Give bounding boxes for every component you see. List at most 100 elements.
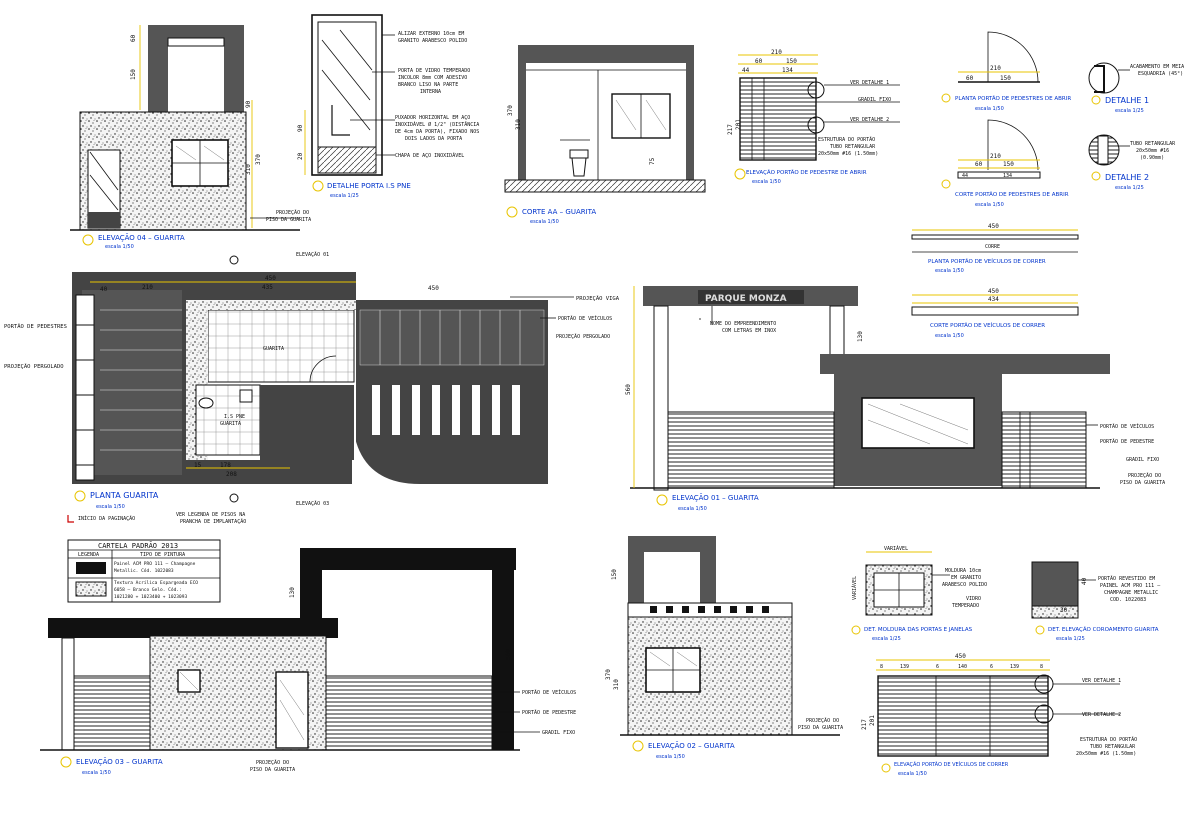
note-elevacao-03: ELEVAÇÃO 03 [296,500,329,507]
dim-elev01-560: 560 [625,384,632,395]
note-corre: CORRE [985,244,1000,250]
note-inicio-paginacao: INÍCIO DA PAGINAÇÃO [78,514,135,522]
view-elevacao-portao-pedestre: 210 60 150 44 134 217 201 VER DETALHE 1 … [727,49,900,185]
view-elevacao-02: 150 370 310 PROJEÇÃO DO PISO DA GUARITA … [605,536,843,760]
legend-row1-b: Metallic. Cód. 1022083 [114,567,174,574]
dim-pp-44: 44 [742,67,750,74]
sign-parque-monza: PARQUE MONZA [705,294,787,304]
note-porta-vidro-a: PORTA DE VIDRO TEMPERADO [398,68,470,74]
view-corte-portao-veiculos: 450 434 CORTE PORTÃO DE VEÍCULOS DE CORR… [911,288,1079,339]
note-elev03-portao-veiculos: PORTÃO DE VEÍCULOS [522,688,576,696]
dim-elev03-560: 560 [505,649,512,660]
scale-planta-portao-veiculos: escala 1/50 [935,268,964,274]
scale-detalhe-1: escala 1/25 [1115,108,1144,114]
note-elev03-gradil: GRADIL FIXO [542,730,575,736]
dim-elev01-130: 130 [857,331,864,342]
title-det-coroamento: DET. ELEVAÇÃO COROAMENTO GUARITA [1048,626,1159,633]
note-porta-vidro-d: INTERNA [420,89,441,95]
scale-det-coroamento: escala 1/25 [1056,636,1085,642]
title-elevacao-portao-veiculos: ELEVAÇÃO PORTÃO DE VEÍCULOS DE CORRER [894,761,1009,768]
dim-370: 370 [255,154,262,165]
scale-elevacao-01: escala 1/50 [678,506,707,512]
note-pp-ver-det2: VER DETALHE 2 [850,117,889,123]
note-puxador-d: DOIS LADOS DA PORTA [405,136,462,142]
dim-ppl-150: 150 [1000,75,1011,82]
scale-elevacao-portao-pedestre: escala 1/50 [752,179,781,185]
view-corte-aa: 370 310 75 CORTE AA – GUARITA escala 1/5… [504,45,706,225]
dim-90: 90 [245,100,252,108]
title-elevacao-04: ELEVAÇÃO 04 – GUARITA [98,233,185,242]
note-nome-empreendimento-a: NOME DO EMPREENDIMENTO [710,321,776,327]
note-puxador-b: INOXIDÁVEL Ø 1/2" (DISTÂNCIA [395,121,479,128]
note-vidro-b: TEMPERADO [952,603,979,609]
view-elevacao-01: PARQUE MONZA NOME DO EMPREENDIMENTO COM … [625,286,1165,512]
note-tubo-c: (0.90mm) [1140,155,1164,161]
scale-elevacao-04: escala 1/50 [105,244,134,250]
note-nome-empreendimento-b: COM LETRAS EM INOX [722,328,776,334]
note-elev01-portao-pedestre: PORTÃO DE PEDESTRE [1100,438,1154,445]
note-elevacao-01: ELEVAÇÃO 01 [296,251,329,258]
note-elev01-gradil: GRADIL FIXO [1126,457,1159,463]
dim-porta-20: 20 [297,152,304,160]
dim-epv-139b: 139 [1010,664,1019,670]
scale-planta-guarita: escala 1/50 [96,504,125,510]
note-projecao-pergolado-r: PROJEÇÃO PERGOLADO [556,333,610,340]
dim-planta-450: 450 [265,275,276,282]
dim-ppl-60: 60 [966,75,974,82]
dim-corte-310: 310 [515,119,522,130]
scale-detalhe-porta-pne: escala 1/25 [330,193,359,199]
view-elevacao-04: 60 150 90 310 370 PROJEÇÃO DO PISO DA GU… [70,25,311,250]
note-epv-estrutura-b: TUBO RETANGULAR [1090,744,1136,750]
note-painel-rev-b: PAINEL ACM PRO 111 – [1100,583,1161,589]
legend-row2-b: 6058 – Branco Gelo. Cód.: [114,586,182,593]
title-detalhe-1: DETALHE 1 [1105,96,1149,105]
note-ver-legenda-b: PRANCHA DE IMPLANTAÇÃO [180,518,246,525]
note-pp-estrutura-b: TUBO RETANGULAR [830,144,876,150]
note-painel-rev-c: CHAMPAGNE METALLIC [1104,590,1158,596]
dim-pp-60: 60 [755,58,763,65]
title-planta-portao-pedestre: PLANTA PORTÃO DE PEDESTRES DE ABRIR [955,95,1071,102]
note-proj-piso-b: PISO DA GUARITA [266,217,311,223]
title-elevacao-02: ELEVAÇÃO 02 – GUARITA [648,741,735,750]
dim-pp-150: 150 [786,58,797,65]
dim-planta-450b: 450 [428,285,439,292]
note-elev01-proj-piso-a: PROJEÇÃO DO [1128,472,1161,479]
dim-epv-450: 450 [955,653,966,660]
view-elevacao-03: 560 130 PORTÃO DE VEÍCULOS PORTÃO DE PED… [40,548,576,776]
view-planta-guarita: GUARITA I.S PNE GUARITA 450 210 435 450 … [4,251,620,525]
dim-cpp-150: 150 [1003,161,1014,168]
note-elev03-proj-piso-b: PISO DA GUARITA [250,767,295,773]
label-guarita-room: GUARITA [263,346,284,352]
note-projecao-pergolado-l: PROJEÇÃO PERGOLADO [4,363,64,370]
title-corte-portao-veiculos: CORTE PORTÃO DE VEÍCULOS DE CORRER [930,322,1045,329]
note-variavel-side: VARIÁVEL [851,576,858,600]
note-elev01-proj-piso-b: PISO DA GUARITA [1120,480,1165,486]
dim-planta-208: 208 [226,471,237,478]
dim-pp-210: 210 [771,49,782,56]
view-detalhe-1: ACABAMENTO EM MEIA ESQUADRIA (45°) DETAL… [1088,62,1184,114]
note-pp-estrutura-c: 20x50mm #16 (1.50mm) [818,151,878,157]
scale-planta-portao-pedestre: escala 1/50 [975,106,1004,112]
title-corte-portao-pedestre: CORTE PORTÃO DE PEDESTRES DE ABRIR [955,191,1069,198]
title-detalhe-2: DETALHE 2 [1105,173,1149,182]
note-tubo-a: TUBO RETANGULAR [1130,141,1176,147]
note-painel-rev-d: COD. 1022083 [1110,597,1146,603]
dim-pp-134: 134 [782,67,793,74]
note-elev03-portao-pedestre: PORTÃO DE PEDESTRE [522,709,576,716]
note-epv-ver-det1: VER DETALHE 1 [1082,678,1121,684]
note-elev03-proj-piso-a: PROJEÇÃO DO [256,759,289,766]
dim-pp-217: 217 [727,124,734,135]
scale-elevacao-02: escala 1/50 [656,754,685,760]
dim-150: 150 [130,69,137,80]
note-elev01-portao-veiculos: PORTÃO DE VEÍCULOS [1100,422,1154,430]
note-puxador-c: DE 4cm DA PORTA), FIXADO NOS [395,129,479,135]
title-planta-guarita: PLANTA GUARITA [90,491,159,500]
note-variavel-top: VARIÁVEL [884,545,908,552]
note-epv-estrutura-c: 20x50mm #16 (1.50mm) [1076,751,1136,757]
scale-elevacao-03: escala 1/50 [82,770,111,776]
note-alizar-a: ALIZAR EXTERNO 10cm EM [398,31,464,37]
dim-porta-90: 90 [297,124,304,132]
legend-col-legenda: LEGENDA [78,552,99,558]
note-acabamento-b: ESQUADRIA (45°) [1138,71,1183,77]
